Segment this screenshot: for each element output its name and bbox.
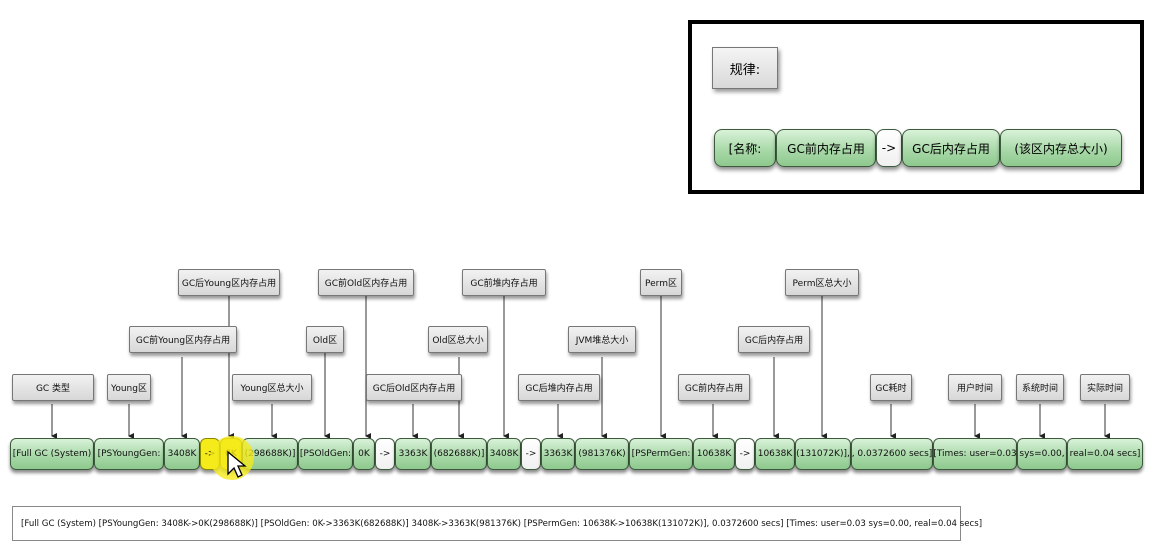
- log-segment-arrow: ->: [521, 438, 541, 470]
- legend-segment-arrow: ->: [876, 129, 902, 167]
- log-segment: (131072K)],: [795, 438, 851, 470]
- annotation-label: Perm区: [640, 269, 682, 296]
- annotation-label: GC后Old区内存占用: [366, 374, 462, 401]
- annotation-label: 用户时间: [948, 374, 1002, 401]
- annotation-label: Old区: [306, 326, 344, 353]
- log-segment: [PSYoungGen:: [94, 438, 164, 470]
- raw-log-box: [Full GC (System) [PSYoungGen: 3408K->0K…: [12, 506, 982, 541]
- mouse-pointer-icon: [227, 450, 247, 478]
- annotation-label: Perm区总大小: [785, 269, 859, 296]
- log-segment: 3363K: [541, 438, 575, 470]
- annotation-label: GC后Young区内存占用: [178, 269, 280, 296]
- annotation-label: 实际时间: [1080, 374, 1130, 401]
- legend-box: 规律: [名称: GC前内存占用 -> GC后内存占用 (该区内存总大小): [688, 20, 1144, 194]
- annotation-label: Young区: [107, 374, 151, 401]
- annotation-label: GC 类型: [12, 374, 94, 401]
- legend-title: 规律:: [712, 47, 778, 89]
- log-segment: 10638K: [693, 438, 735, 470]
- log-segment: , 0.0372600 secs]: [851, 438, 933, 470]
- annotation-label: 系统时间: [1016, 374, 1064, 401]
- log-segment: 3363K: [395, 438, 431, 470]
- annotation-label: GC前内存占用: [678, 374, 750, 401]
- legend-segment-before: GC前内存占用: [776, 129, 876, 167]
- log-segment: real=0.04 secs]: [1067, 438, 1143, 470]
- annotation-label: Young区总大小: [232, 374, 312, 401]
- log-segment: 0K: [353, 438, 375, 470]
- log-segment: [PSPermGen:: [629, 438, 693, 470]
- log-segment-arrow: ->: [375, 438, 395, 470]
- legend-segment-after: GC后内存占用: [902, 129, 1000, 167]
- annotation-label: GC后堆内存占用: [518, 374, 600, 401]
- log-segment: [Full GC (System): [10, 438, 94, 470]
- log-segment: 3408K: [164, 438, 200, 470]
- log-segment: sys=0.00,: [1017, 438, 1067, 470]
- annotation-label: GC耗时: [870, 374, 912, 401]
- annotation-label: GC后内存占用: [738, 326, 810, 353]
- log-segment: (682688K)]: [431, 438, 487, 470]
- log-segment: 10638K: [755, 438, 795, 470]
- legend-segment-total: (该区内存总大小): [1000, 129, 1122, 167]
- annotation-label: GC前Old区内存占用: [318, 269, 414, 296]
- annotation-label: GC前堆内存占用: [462, 269, 546, 296]
- raw-log-text: [Full GC (System) [PSYoungGen: 3408K->0K…: [21, 518, 983, 529]
- annotation-label: JVM堆总大小: [568, 326, 636, 353]
- log-segment-arrow: ->: [735, 438, 755, 470]
- annotation-label: GC前Young区内存占用: [129, 326, 237, 353]
- log-segment: [Times: user=0.03: [933, 438, 1017, 470]
- log-segment: [PSOldGen:: [298, 438, 353, 470]
- log-segment: 3408K: [487, 438, 521, 470]
- log-segment: (981376K): [575, 438, 629, 470]
- legend-segment-name: [名称:: [714, 129, 776, 167]
- annotation-label: Old区总大小: [428, 326, 488, 353]
